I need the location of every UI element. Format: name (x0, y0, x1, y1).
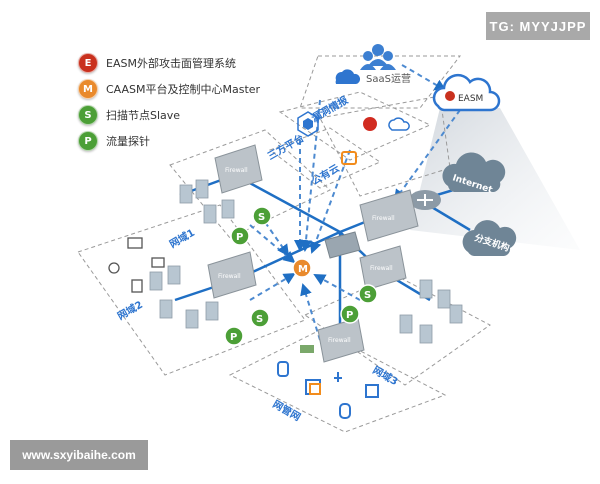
legend-item-probe: P 流量探针 (78, 128, 260, 154)
arrow-zone3-master (313, 274, 361, 301)
firewall-mid-label: Firewall (372, 215, 395, 222)
slave-node-zone3: S (358, 284, 378, 304)
legend-label-slave: 扫描节点Slave (106, 109, 181, 122)
probe-node-zone1: P (230, 226, 250, 246)
probe-zone1-label: P (236, 232, 243, 243)
probe-node-zone3: P (340, 304, 360, 324)
probe-node-zone2: P (224, 326, 244, 346)
master-label: M (298, 264, 308, 275)
server-zone3-c (399, 314, 413, 334)
arrow-easm-fw (393, 109, 461, 202)
legend-item-slave: S 扫描节点Slave (78, 102, 260, 128)
arrow-intel-master (300, 99, 321, 252)
core-switch-icon (324, 231, 361, 259)
firewall-top-label: Firewall (225, 167, 248, 174)
aliyun-icon (341, 151, 357, 165)
hall-icons (277, 361, 379, 419)
vuln-intel-label: 漏洞情报 (309, 93, 350, 124)
legend-label-caasm: CAASM平台及控制中心Master (106, 83, 261, 96)
probe-zone3-label: P (346, 310, 353, 321)
firewall-left-label: Firewall (218, 273, 241, 280)
cloud-provider-icon (388, 117, 410, 131)
hall-device-c-icon (309, 383, 321, 395)
zone2-label: 网域2 (115, 298, 145, 323)
hall-device-f-icon (339, 403, 351, 419)
server-zone3-e (449, 304, 463, 324)
hall-banner-icon (300, 345, 314, 353)
master-node: M (292, 258, 312, 278)
firewall-top: Firewall (214, 144, 263, 194)
legend: E EASM外部攻击面管理系统 M CAASM平台及控制中心Master S 扫… (78, 50, 260, 154)
slave-zone2-label: S (256, 314, 263, 325)
saas-zone (299, 55, 462, 109)
hall-device-d-icon (334, 372, 342, 382)
server-zone3-b (437, 289, 451, 309)
server-zone2-a (149, 271, 163, 291)
server-clusters (149, 179, 463, 344)
arrow-cloud-master (309, 149, 351, 254)
server-zone1-b (195, 179, 209, 199)
saas-cloud-icon (335, 69, 361, 84)
internet-cloud (442, 152, 506, 192)
public-cloud-zone (319, 95, 451, 197)
arrow-probe1-master (259, 214, 290, 257)
firewall-left: Firewall (207, 251, 257, 299)
slave-node-zone1: S (252, 206, 272, 226)
firewall-bottom: Firewall (317, 317, 365, 363)
server-zone3-a (419, 279, 433, 299)
router-icon (409, 190, 441, 210)
legend-item-easm: E EASM外部攻击面管理系统 (78, 50, 260, 76)
watermark-tg: TG: MYYJJPP (486, 12, 590, 40)
server-zone2-c (159, 299, 173, 319)
third-party-label: 三方平台 (265, 131, 306, 162)
branch-cloud (462, 220, 517, 256)
hall-outline (228, 329, 447, 433)
probe-zone2-label: P (230, 332, 237, 343)
legend-item-caasm: M CAASM平台及控制中心Master (78, 76, 260, 102)
watermark-url: www.sxyibaihe.com (10, 440, 148, 470)
third-party-icon (297, 111, 319, 137)
slave-node-zone2: S (250, 308, 270, 328)
legend-badge-p: P (78, 131, 98, 151)
server-zone3-d (419, 324, 433, 344)
vuln-intel-zone (278, 91, 432, 161)
server-zone1-a (179, 184, 193, 204)
legend-badge-e: E (78, 53, 98, 73)
server-zone2-d (185, 309, 199, 329)
legend-badge-m: M (78, 79, 98, 99)
easm-cloud (432, 73, 501, 112)
laptop-icon (127, 237, 143, 249)
slave-zone1-label: S (258, 212, 265, 223)
firewall-mid: Firewall (359, 189, 419, 242)
huawei-icon (363, 117, 377, 131)
slave-zone3-label: S (364, 290, 371, 301)
legend-badge-s: S (78, 105, 98, 125)
zone1-label: 网域1 (167, 226, 197, 251)
arrow-hall-master (300, 283, 321, 341)
hall-device-a-icon (277, 361, 289, 377)
firewall-bottom-label: Firewall (328, 337, 351, 344)
legend-label-easm: EASM外部攻击面管理系统 (106, 57, 236, 70)
saas-label: SaaS运营 (366, 72, 411, 85)
server-zone2-b (167, 265, 181, 285)
legend-label-probe: 流量探针 (106, 135, 150, 148)
server-zone1-d (221, 199, 235, 219)
easm-label: EASM (458, 94, 483, 104)
printer-icon (151, 257, 165, 268)
server-zone2-e (205, 301, 219, 321)
firewall-right: Firewall (359, 245, 407, 291)
hall-label: 网管网 (271, 397, 303, 423)
dashed-arrows (249, 64, 461, 341)
firewall-right-label: Firewall (370, 265, 393, 272)
hall-device-b-icon (305, 379, 321, 395)
camera-icon (108, 262, 120, 274)
users-icon (360, 44, 396, 70)
phone-icon (131, 279, 143, 293)
zone2-outline (77, 204, 306, 376)
hall-device-e-icon (365, 384, 379, 398)
end-devices (108, 237, 165, 293)
server-zone1-c (203, 204, 217, 224)
